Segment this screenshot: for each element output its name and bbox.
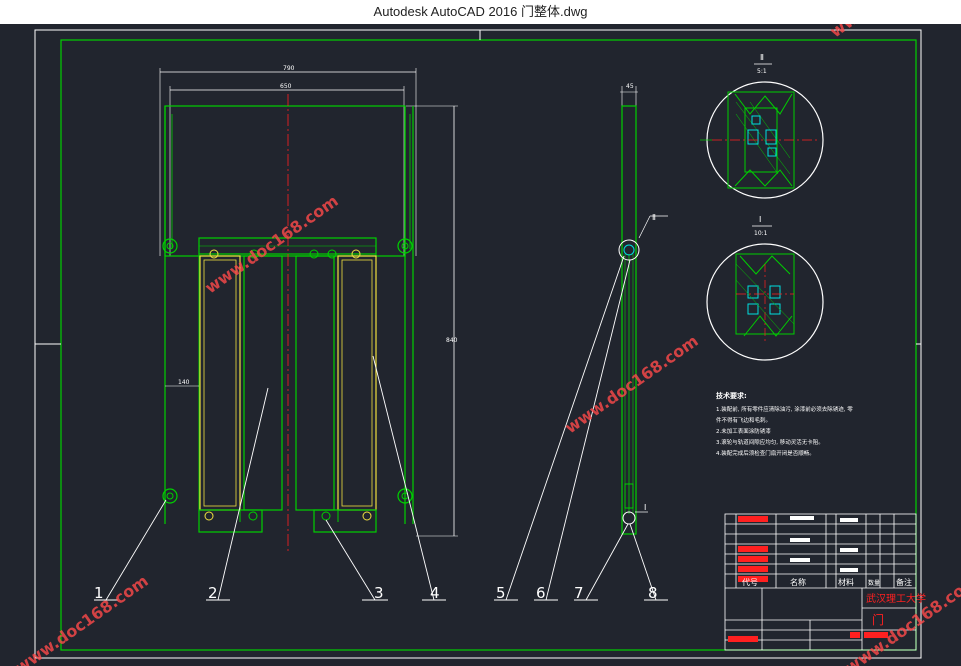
bom-red-cells — [728, 516, 888, 642]
detail-a-mark: Ⅱ — [760, 53, 764, 62]
callouts-front — [94, 355, 446, 601]
callout-5: 5 — [496, 584, 506, 602]
detail-b-scale: 10:1 — [754, 230, 768, 237]
drawing-canvas[interactable]: 790 650 840 — [0, 24, 961, 666]
bom-header-code: 代号 — [742, 577, 758, 587]
notes-line-4: 3.滚轮与轨道间隙应均匀, 移动灵活无卡阻。 — [716, 438, 824, 446]
side-tag-top: Ⅱ — [652, 213, 656, 222]
drawing-svg[interactable]: 790 650 840 — [0, 24, 961, 666]
callouts-side — [494, 255, 668, 601]
dim-thickness: 45 — [626, 83, 634, 90]
detail-a-scale: 5:1 — [757, 68, 767, 75]
watermark-3: www.doc168.com — [11, 571, 151, 666]
side-view: 45 — [618, 83, 640, 535]
callout-1: 1 — [94, 584, 104, 602]
bom-header-row: 代号 名称 材料 数量 备注 — [742, 577, 912, 587]
callout-7: 7 — [574, 584, 584, 602]
callout-8: 8 — [648, 584, 658, 602]
bom-header-material: 材料 — [838, 577, 854, 587]
bom-header-name: 名称 — [790, 577, 806, 587]
notes-line-1: 1.装配前, 所有零件应清除油污, 涂漆前必须去除锈迹, 零 — [716, 405, 853, 413]
dim-inner-width: 650 — [280, 83, 292, 90]
notes-line-3: 2.未加工表面涂防锈漆 — [716, 427, 771, 435]
drawing-frame — [60, 39, 917, 651]
notes-line-5: 4.装配完成后须检查门扇开闭是否顺畅。 — [716, 449, 815, 457]
watermark-1: www.doc168.com — [201, 191, 341, 297]
side-tag-bottom: Ⅰ — [644, 503, 646, 512]
dim-side-gap: 140 — [178, 379, 190, 386]
title-block — [724, 513, 917, 651]
watermark-4: www.doc168.com — [826, 24, 961, 41]
notes-line-2: 件不得有飞边和毛刺。 — [716, 416, 771, 424]
school-name: 武汉理工大学 — [866, 592, 926, 605]
callout-6: 6 — [536, 584, 546, 602]
part-name: 门 — [872, 612, 884, 627]
bom-header-qty: 数量 — [868, 579, 880, 587]
technical-notes: 技术要求: 1.装配前, 所有零件应清除油污, 涂漆前必须去除锈迹, 零 件不得… — [716, 391, 853, 457]
watermark-2: www.doc168.com — [561, 331, 701, 437]
dim-overall-width: 790 — [283, 65, 295, 72]
bom-header-remark: 备注 — [896, 577, 912, 587]
front-view: 790 650 840 — [159, 65, 458, 554]
detail-b-mark: Ⅰ — [759, 215, 761, 224]
notes-heading: 技术要求: — [716, 391, 747, 400]
callout-3: 3 — [374, 584, 384, 602]
detail-view-a: Ⅱ 5:1 — [700, 53, 824, 199]
callout-4: 4 — [430, 584, 440, 602]
callout-2: 2 — [208, 584, 218, 602]
detail-view-b: Ⅰ 10:1 — [706, 215, 824, 361]
watermarks: www.doc168.com www.doc168.com www.doc168… — [11, 24, 961, 666]
window-title: Autodesk AutoCAD 2016 门整体.dwg — [0, 0, 961, 24]
dim-height: 840 — [446, 337, 458, 344]
